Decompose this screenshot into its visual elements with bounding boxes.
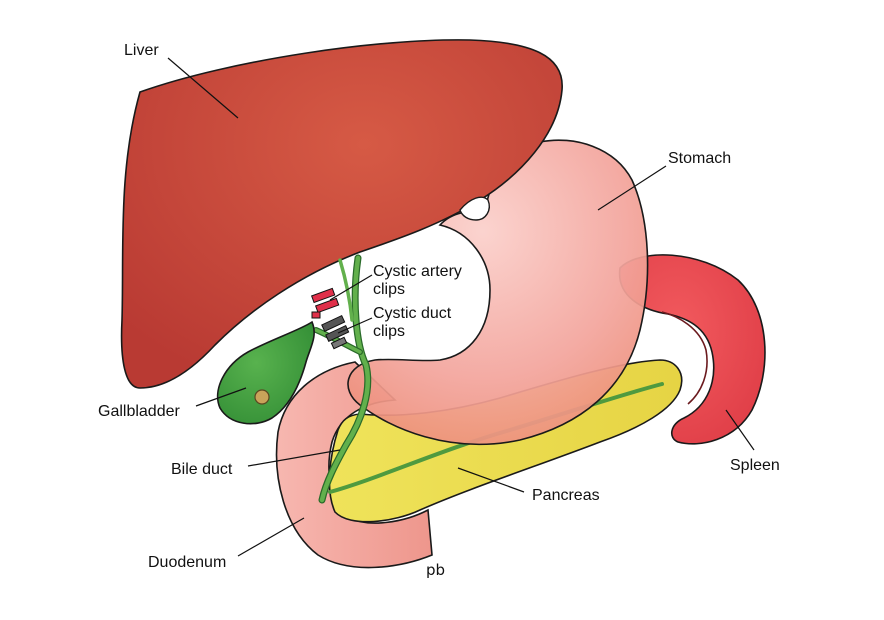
artist-signature: pb [426, 561, 445, 579]
duodenum-shape [275, 361, 433, 569]
spleen-hilum [661, 311, 708, 405]
cystic-artery-clips [310, 287, 340, 319]
label-cystic-duct-line2: clips [373, 323, 405, 340]
liver-leader [167, 57, 239, 119]
liver-shape [120, 39, 563, 389]
gallstone-shape [254, 389, 270, 405]
spleen-leader [725, 409, 755, 451]
label-bile-duct: Bile duct [171, 461, 233, 478]
label-liver: Liver [124, 42, 159, 59]
spleen-shape [618, 254, 766, 445]
gallbladder-shape [216, 320, 315, 425]
label-cystic-duct-clips: Cystic duct clips [373, 305, 456, 340]
cystic-artery-leader [329, 274, 373, 301]
label-pancreas: Pancreas [532, 487, 600, 504]
label-stomach: Stomach [668, 150, 731, 167]
duodenum-leader [237, 517, 305, 557]
label-gallbladder: Gallbladder [98, 403, 181, 420]
cystic-duct-leader [337, 317, 373, 334]
liver-notch [459, 196, 490, 221]
pancreas-leader [457, 467, 525, 493]
label-spleen: Spleen [730, 457, 780, 474]
label-duodenum: Duodenum [148, 554, 226, 571]
cystic-duct-clips [321, 314, 350, 350]
label-cystic-artery-clips: Cystic artery clips [373, 263, 466, 298]
bile-duct-fill [319, 255, 371, 503]
label-cystic-artery-line2: clips [373, 281, 405, 298]
label-cystic-artery-line1: Cystic artery [373, 263, 462, 280]
bile-duct-leader [247, 449, 341, 467]
stomach-leader [597, 165, 667, 211]
gallbladder-leader [195, 387, 247, 407]
label-cystic-duct-line1: Cystic duct [373, 305, 452, 322]
